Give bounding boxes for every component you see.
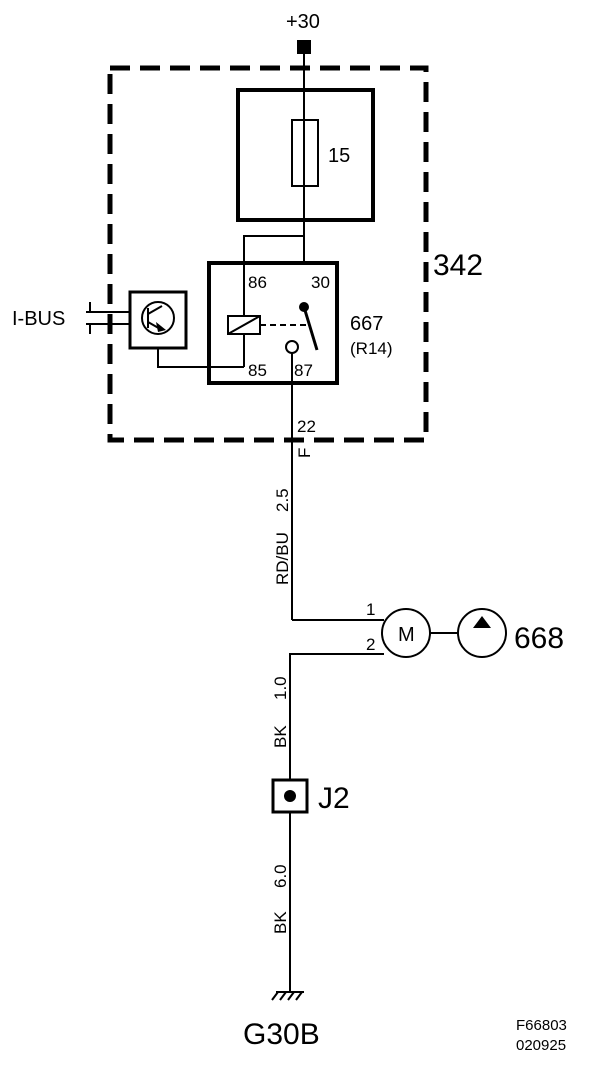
fuse-label: 15: [328, 145, 350, 167]
relay-switch-blade: [302, 306, 319, 351]
ground-hatch-3: [287, 991, 295, 1001]
ibus-label: I-BUS: [12, 308, 65, 330]
motor-return-wire: [289, 653, 384, 780]
module-342-border: [107, 65, 429, 443]
coil-return-wire: [157, 348, 244, 368]
ground-hatch-4: [295, 991, 303, 1001]
transistor-icon: [141, 301, 175, 335]
wire-ground-color: BK: [271, 911, 290, 934]
fuse-box: [236, 88, 375, 222]
wire-upper-size: 2.5: [273, 488, 292, 512]
relay-label: 667: [350, 313, 383, 335]
transistor-collector: [147, 305, 163, 315]
figure-id: F66803: [516, 1017, 567, 1034]
wire-lower-size: 1.0: [271, 676, 290, 700]
relay-pin-30: 30: [311, 273, 330, 292]
motor-pin-1: 1: [366, 600, 375, 619]
junction-label: J2: [318, 782, 350, 815]
module-label: 342: [433, 249, 483, 282]
relay-pin-85: 85: [248, 361, 267, 380]
connector-code: F: [295, 448, 314, 458]
relay-contact-87: [285, 340, 299, 354]
motor-letter: M: [398, 624, 415, 646]
ground-hatch-2: [279, 991, 287, 1001]
relay-sublabel: (R14): [350, 339, 393, 358]
supply-label: +30: [286, 11, 320, 33]
ground-label: G30B: [243, 1018, 320, 1051]
wire-ground-size: 6.0: [271, 864, 290, 888]
relay-pin-86: 86: [248, 273, 267, 292]
relay-667-box: [207, 261, 339, 385]
date-code: 020925: [516, 1037, 566, 1054]
coil-feed-wire: [243, 235, 304, 323]
pump-label: 668: [514, 622, 564, 655]
junction-dot: [284, 790, 296, 802]
pump-symbol: [457, 608, 507, 658]
relay-coil-diagonal: [227, 315, 261, 335]
relay-pin-87: 87: [294, 361, 313, 380]
wire-upper-color: RD/BU: [273, 532, 292, 585]
pump-arrow-icon: [473, 616, 491, 628]
motor-pin-2: 2: [366, 635, 375, 654]
transistor-arrow: [156, 322, 166, 332]
supply-terminal: [297, 40, 311, 54]
connector-pin: 22: [297, 417, 316, 436]
ground-hatch-1: [271, 991, 279, 1001]
wire-lower-color: BK: [271, 725, 290, 748]
